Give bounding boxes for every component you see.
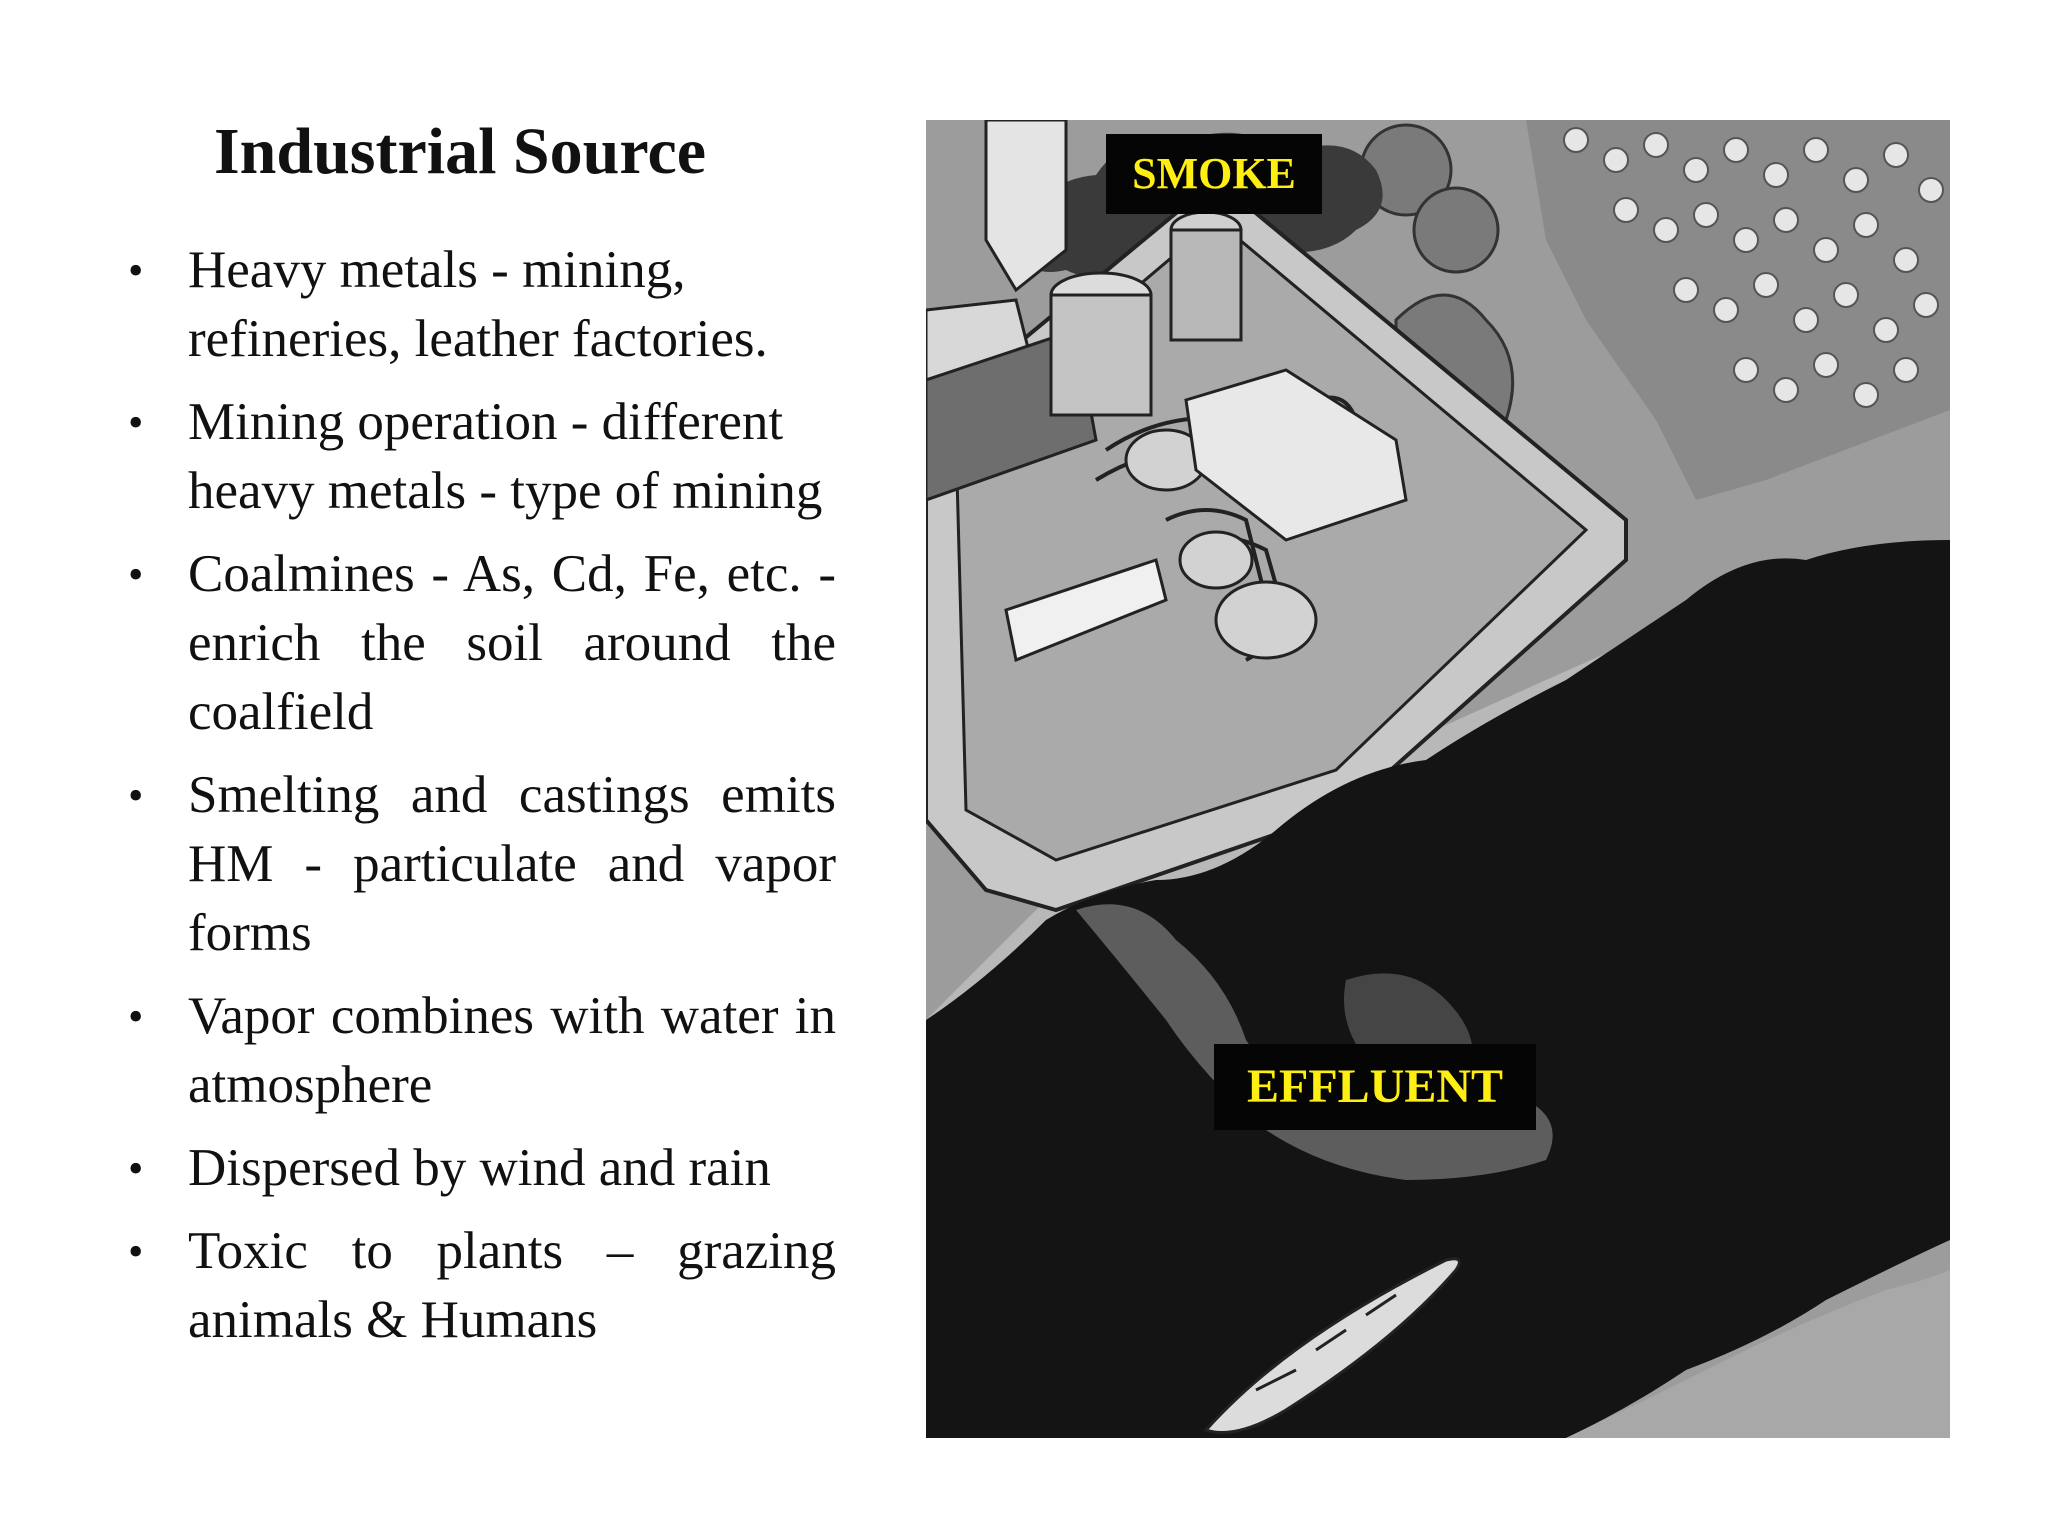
smoke-label: SMOKE	[1106, 134, 1322, 214]
bullet-text: Smelting and castings emits HM - particu…	[188, 766, 836, 962]
bullet-item: • Smelting and castings emits HM - parti…	[116, 761, 836, 968]
bullet-dot-icon: •	[128, 246, 144, 295]
bullet-dot-icon: •	[128, 398, 144, 447]
bullet-item: • Mining operation - different heavy met…	[116, 388, 836, 526]
bullet-text: Heavy metals - mining, refineries, leath…	[188, 241, 768, 368]
effluent-label: EFFLUENT	[1214, 1044, 1536, 1130]
bullet-item: • Toxic to plants – grazing animals & Hu…	[116, 1217, 836, 1355]
bullet-text: Vapor combines with water in atmosphere	[188, 987, 836, 1114]
factory-illustration: SMOKE EFFLUENT	[926, 120, 1950, 1438]
bullet-item: • Vapor combines with water in atmospher…	[116, 982, 836, 1120]
bullet-item: • Dispersed by wind and rain	[116, 1134, 836, 1203]
bullet-item: • Heavy metals - mining, refineries, lea…	[116, 236, 836, 374]
factory-illustration-drawing	[926, 120, 1950, 1438]
bullet-dot-icon: •	[128, 771, 144, 820]
bullet-dot-icon: •	[128, 550, 144, 599]
bullet-dot-icon: •	[128, 992, 144, 1041]
bullet-dot-icon: •	[128, 1144, 144, 1193]
bullet-list: • Heavy metals - mining, refineries, lea…	[116, 236, 836, 1369]
bullet-item: • Coalmines - As, Cd, Fe, etc. - enrich …	[116, 540, 836, 747]
bullet-text: Mining operation - different heavy metal…	[188, 393, 823, 520]
bullet-dot-icon: •	[128, 1227, 144, 1276]
bullet-text: Coalmines - As, Cd, Fe, etc. - enrich th…	[188, 545, 836, 741]
slide-title: Industrial Source	[214, 115, 707, 188]
bullet-text: Toxic to plants – grazing animals & Huma…	[188, 1222, 836, 1349]
bullet-text: Dispersed by wind and rain	[188, 1139, 771, 1197]
